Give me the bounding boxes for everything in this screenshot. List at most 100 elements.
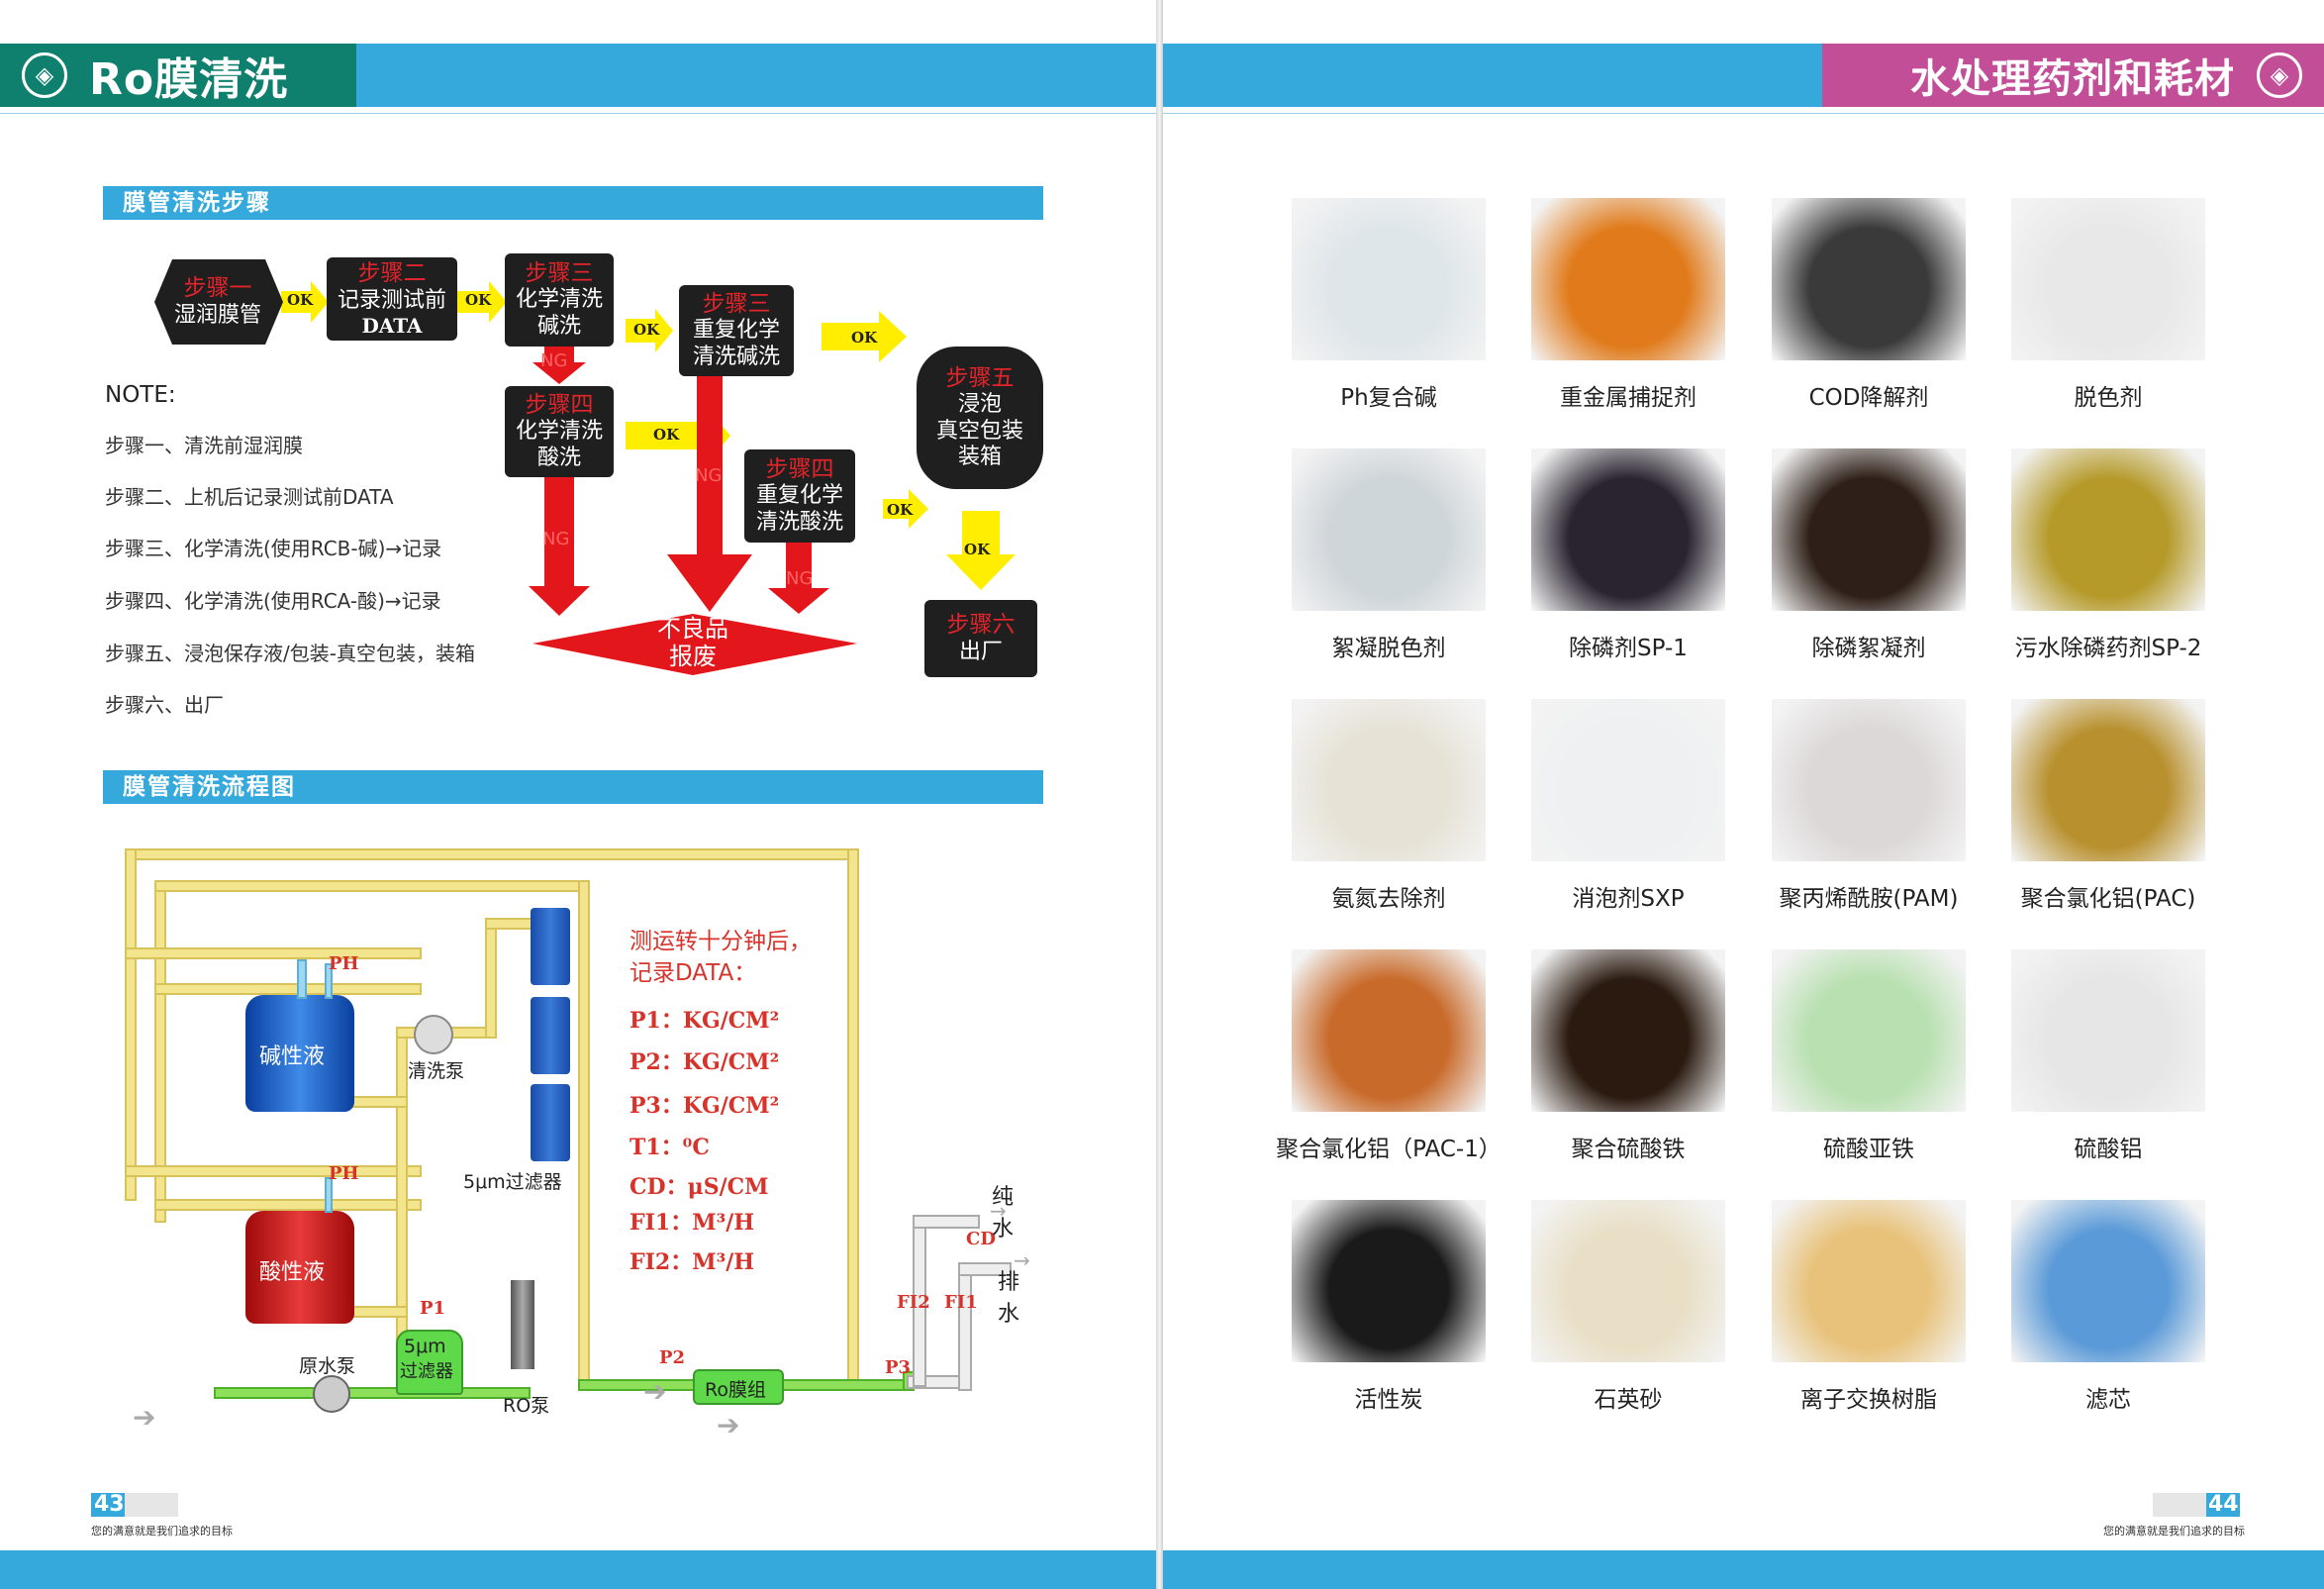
ng-arrow-3 — [667, 372, 752, 612]
inflow-arrow-icon: ➔ — [133, 1401, 156, 1434]
header-rule — [0, 113, 1156, 114]
product-item: 消泡剂SXP — [1531, 699, 1725, 912]
p3-label: P3 — [885, 1357, 912, 1378]
small-filter-label1: 5μm — [404, 1336, 446, 1357]
product-photo — [1292, 198, 1486, 360]
reject-text2: 报废 — [669, 642, 717, 670]
step-3b: 步骤三 重复化学 清洗碱洗 — [679, 285, 794, 376]
section-title-steps: 膜管清洗步骤 — [103, 186, 1043, 220]
filter-cartridge-3 — [531, 1084, 570, 1161]
drain-label: 排水 — [998, 1270, 1020, 1327]
fi1-label: FI1 — [944, 1292, 978, 1313]
raw-pump-label: 原水泵 — [299, 1355, 356, 1377]
product-photo — [1531, 1200, 1725, 1362]
ng-arrow-4 — [768, 543, 829, 614]
product-item: Ph复合碱 — [1292, 198, 1486, 411]
product-item: 聚合硫酸铁 — [1531, 949, 1725, 1162]
page-number-right: 44 — [2208, 1492, 2239, 1517]
product-name: 消泡剂SXP — [1572, 886, 1685, 912]
product-photo — [1772, 198, 1966, 360]
product-photo — [1531, 699, 1725, 861]
footer-bar-right — [1163, 1550, 2324, 1589]
record-p3: P3：KG/CM² — [629, 1093, 780, 1119]
product-photo — [2011, 198, 2205, 360]
step-3-text2: 碱洗 — [536, 313, 581, 339]
reject-text: 不良品 — [657, 615, 728, 643]
filter-cartridge-2 — [531, 997, 570, 1074]
ng-label-3: NG — [695, 465, 723, 486]
note-2: 步骤二、上机后记录测试前DATA — [105, 485, 394, 509]
step-3b-num: 步骤三 — [702, 290, 771, 317]
step-3-num: 步骤三 — [525, 259, 594, 286]
step-2-text2: DATA — [361, 313, 423, 338]
page-num-box — [91, 1493, 125, 1517]
product-photo — [1531, 198, 1725, 360]
step-1-num: 步骤一 — [183, 275, 252, 301]
acid-tank: 酸性液 — [245, 1211, 354, 1324]
record-fi1: FI1：M³/H — [629, 1210, 755, 1236]
ok-label-1: OK — [287, 291, 314, 309]
product-name: Ph复合碱 — [1340, 385, 1437, 411]
process-diagram: 5μm过滤器 碱性液 酸性液 PH PH 清洗泵 原水泵 5μm 过滤器 — [119, 837, 1030, 1441]
product-item: 硫酸亚铁 — [1772, 949, 1966, 1162]
step-4: 步骤四 化学清洗 酸洗 — [505, 386, 614, 477]
book-spine — [1156, 0, 1163, 1589]
product-item: 聚合氯化铝（PAC-1） — [1276, 949, 1501, 1162]
product-item: COD降解剂 — [1772, 198, 1966, 411]
product-item: 石英砂 — [1531, 1200, 1725, 1413]
note-6: 步骤六、出厂 — [105, 693, 224, 717]
product-photo — [1772, 1200, 1966, 1362]
left-header: ◈ Ro膜清洗 — [0, 44, 356, 107]
product-name: 聚合氯化铝（PAC-1） — [1276, 1137, 1501, 1162]
ng-label-4: NG — [786, 568, 814, 589]
product-photo — [2011, 949, 2205, 1112]
pipe-alk-in — [125, 947, 422, 959]
step-5-num: 步骤五 — [945, 364, 1015, 391]
ok-arrow-4 — [822, 311, 907, 362]
pipe-feed — [214, 1387, 531, 1399]
record-cd: CD：μS/CM — [629, 1174, 769, 1200]
record-title: 测运转十分钟后， — [629, 929, 812, 954]
ro-module: Ro膜组 — [693, 1369, 784, 1405]
note-1: 步骤一、清洗前湿润膜 — [105, 434, 303, 457]
pipe-pure-top — [913, 1215, 980, 1229]
step-2-num: 步骤二 — [357, 260, 427, 286]
pipe-drain-top — [958, 1262, 1012, 1276]
step-3: 步骤三 化学清洗 碱洗 — [505, 253, 614, 347]
ro-pump-icon — [511, 1280, 534, 1369]
pipe-mid — [578, 880, 590, 1385]
step-6-num: 步骤六 — [946, 612, 1016, 638]
step-5-text2: 真空包装 — [935, 418, 1023, 444]
filter-cartridge-1 — [531, 908, 570, 985]
circle-arrow-icon: ◈ — [22, 52, 67, 98]
step-5-text3: 装箱 — [957, 444, 1002, 469]
page-num-box-right — [2206, 1493, 2240, 1517]
product-photo — [2011, 1200, 2205, 1362]
product-name: 硫酸铝 — [2074, 1137, 2143, 1162]
product-item: 重金属捕捉剂 — [1531, 198, 1725, 411]
alkali-tank: 碱性液 — [245, 995, 354, 1112]
note-title: NOTE: — [105, 382, 176, 408]
pure-water-label: 纯水 — [992, 1185, 1015, 1241]
section-title-process: 膜管清洗流程图 — [103, 770, 1043, 804]
step-3b-text: 重复化学 — [692, 318, 780, 344]
pipe-filter-top — [485, 918, 534, 930]
product-item: 脱色剂 — [2011, 198, 2205, 411]
drain-arrow-icon: → — [1014, 1248, 1030, 1272]
ph-label-2: PH — [329, 1163, 359, 1184]
ph-label-1: PH — [329, 953, 359, 974]
product-name: 重金属捕捉剂 — [1560, 385, 1696, 411]
ok-label-4: OK — [851, 329, 878, 347]
product-name: 聚合氯化铝(PAC) — [2020, 886, 2196, 912]
product-name: 离子交换树脂 — [1800, 1387, 1937, 1413]
pipe-left-outer — [125, 848, 137, 1201]
note-5: 步骤五、浸泡保存液/包装-真空包装，装箱 — [105, 642, 475, 665]
product-name: 除磷剂SP-1 — [1569, 636, 1688, 661]
page-number-left: 43 — [94, 1492, 125, 1517]
ok-label-5: OK — [653, 426, 680, 444]
note-3: 步骤三、化学清洗(使用RCB-碱)→记录 — [105, 537, 442, 560]
ro-pump-label: RO泵 — [503, 1395, 550, 1417]
product-name: 硫酸亚铁 — [1823, 1137, 1914, 1162]
product-photo — [2011, 448, 2205, 611]
